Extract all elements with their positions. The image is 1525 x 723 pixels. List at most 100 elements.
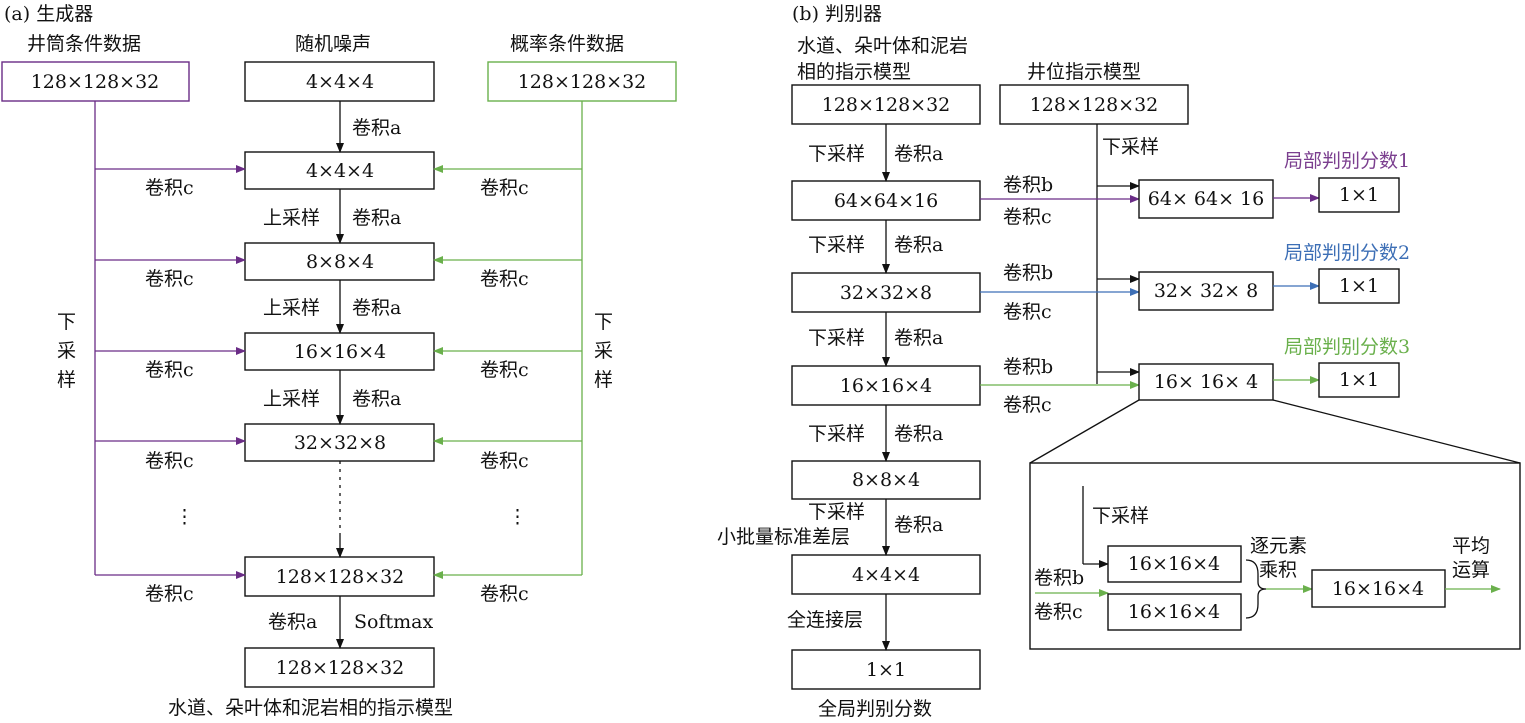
wellpos-label: 井位指示模型 [1027, 61, 1141, 83]
gen-ellipsis-right: ⋮ [508, 506, 527, 528]
local-box-1-label: 64× 64× 16 [1148, 188, 1264, 210]
wellpos-input-value: 128×128×32 [1030, 94, 1159, 116]
disc-global-value: 1×1 [866, 659, 906, 681]
gen-layer-2-label: 8×8×4 [306, 251, 374, 273]
gen-conv-c-right-5: 卷积c [480, 583, 529, 605]
facies-input-box [791, 84, 981, 125]
prob-data-value: 128×128×32 [518, 71, 647, 93]
disc-layer-1 [791, 180, 981, 221]
detail-box-result [1311, 569, 1446, 608]
gen-conv-c-left-1: 卷积c [145, 177, 194, 199]
gen-conv-a-1: 卷积a [352, 117, 401, 139]
disc-down-1: 下采样 [808, 143, 865, 165]
gen-conv-c-right-3: 卷积c [480, 359, 529, 381]
disc-layer-3 [791, 365, 981, 406]
gen-down-left-2: 采 [57, 340, 76, 362]
gen-layer-1-label: 4×4×4 [306, 160, 374, 182]
gen-conv-c-right-1: 卷积c [480, 177, 529, 199]
gen-conv-a-2: 卷积a [352, 207, 401, 229]
disc-conv-c-3: 卷积c [1003, 394, 1052, 416]
well-data-label: 井筒条件数据 [27, 33, 141, 55]
disc-conv-a-5: 卷积a [894, 514, 943, 536]
local-out-2 [1318, 268, 1400, 304]
well-data-box [1, 61, 190, 102]
local-box-2 [1138, 271, 1274, 311]
gen-output-box [244, 647, 435, 688]
disc-down-3: 下采样 [808, 327, 865, 349]
disc-down-4: 下采样 [808, 423, 865, 445]
gen-ellipsis-left: ⋮ [175, 506, 194, 528]
gen-conv-a-4: 卷积a [352, 388, 401, 410]
noise-label: 随机噪声 [295, 33, 371, 55]
generator-title: (a) 生成器 [4, 3, 93, 25]
generator-panel: (a) 生成器 井筒条件数据 随机噪声 概率条件数据 128×128×32 4×… [1, 3, 677, 719]
wellpos-downsample: 下采样 [1102, 136, 1159, 158]
zoom-line-left [1029, 399, 1140, 464]
gen-upsample-2: 上采样 [263, 297, 320, 319]
disc-conv-c-1: 卷积c [1003, 206, 1052, 228]
noise-box [244, 61, 435, 102]
facies-label-line1: 水道、朵叶体和泥岩 [797, 35, 968, 57]
discriminator-title: (b) 判别器 [792, 3, 882, 25]
local-out-2-label: 1×1 [1339, 275, 1379, 297]
gen-conv-c-right-2: 卷积c [480, 268, 529, 290]
disc-layer-5 [791, 554, 981, 595]
gen-softmax: Softmax [354, 611, 433, 633]
disc-conv-b-3: 卷积b [1003, 356, 1053, 378]
detail-average-2: 运算 [1452, 559, 1490, 581]
gen-layer-3-label: 16×16×4 [294, 341, 386, 363]
gen-conv-c-left-4: 卷积c [145, 450, 194, 472]
detail-elementwise-1: 逐元素 [1250, 535, 1307, 557]
disc-conv-a-2: 卷积a [894, 234, 943, 256]
discriminator-panel: (b) 判别器 水道、朵叶体和泥岩 相的指示模型 井位指示模型 128×128×… [717, 3, 1521, 720]
detail-conv-c: 卷积c [1034, 601, 1083, 623]
detail-downsample: 下采样 [1092, 505, 1149, 527]
gen-down-right-2: 采 [594, 340, 613, 362]
gen-conv-c-right-4: 卷积c [480, 450, 529, 472]
disc-conv-c-2: 卷积c [1003, 301, 1052, 323]
local-box-3 [1138, 363, 1274, 401]
gen-down-right-3: 样 [594, 369, 613, 391]
local-box-2-label: 32× 32× 8 [1154, 280, 1258, 302]
local-out-1-label: 1×1 [1339, 184, 1379, 206]
local-score-1: 局部判别分数1 [1284, 150, 1410, 172]
detail-box-bottom [1107, 593, 1242, 631]
detail-box-top [1107, 545, 1242, 583]
gen-conv-c-left-3: 卷积c [145, 359, 194, 381]
gen-conv-c-left-5: 卷积c [145, 583, 194, 605]
prob-data-label: 概率条件数据 [510, 33, 624, 55]
disc-layer-5-label: 4×4×4 [852, 564, 920, 586]
detail-conv-b: 卷积b [1034, 567, 1084, 589]
disc-conv-b-2: 卷积b [1003, 262, 1053, 284]
gen-conv-a-5: 卷积a [268, 611, 317, 633]
disc-minibatch: 小批量标准差层 [717, 526, 850, 548]
noise-value: 4×4×4 [306, 71, 374, 93]
gen-conv-a-3: 卷积a [352, 297, 401, 319]
local-box-3-label: 16× 16× 4 [1154, 371, 1258, 393]
gen-down-left-3: 样 [57, 369, 76, 391]
disc-global-box [791, 649, 981, 690]
local-out-3-label: 1×1 [1339, 369, 1379, 391]
gen-down-right-1: 下 [594, 311, 613, 333]
local-out-3 [1318, 362, 1400, 398]
disc-global-label: 全局判别分数 [818, 698, 932, 720]
gen-layer-5-label: 128×128×32 [276, 566, 405, 588]
disc-down-2: 下采样 [808, 234, 865, 256]
detail-panel: 下采样 卷积b 卷积c 16×16×4 16×16×4 逐元素 乘积 16×16… [1029, 462, 1521, 650]
well-data-value: 128×128×32 [31, 71, 160, 93]
disc-conv-a-1: 卷积a [894, 143, 943, 165]
local-out-1 [1318, 177, 1400, 213]
detail-average-1: 平均 [1452, 535, 1490, 557]
gen-upsample-1: 上采样 [263, 207, 320, 229]
disc-layer-3-label: 16×16×4 [840, 375, 932, 397]
disc-conv-b-1: 卷积b [1003, 174, 1053, 196]
disc-layer-1-label: 64×64×16 [834, 190, 938, 212]
detail-box-bottom-label: 16×16×4 [1128, 601, 1220, 623]
detail-box-top-label: 16×16×4 [1128, 553, 1220, 575]
gen-upsample-3: 上采样 [263, 388, 320, 410]
disc-fc: 全连接层 [787, 609, 863, 631]
disc-layer-2 [791, 272, 981, 313]
detail-box-result-label: 16×16×4 [1332, 578, 1424, 600]
local-score-3: 局部判别分数3 [1284, 336, 1410, 358]
disc-conv-a-4: 卷积a [894, 423, 943, 445]
